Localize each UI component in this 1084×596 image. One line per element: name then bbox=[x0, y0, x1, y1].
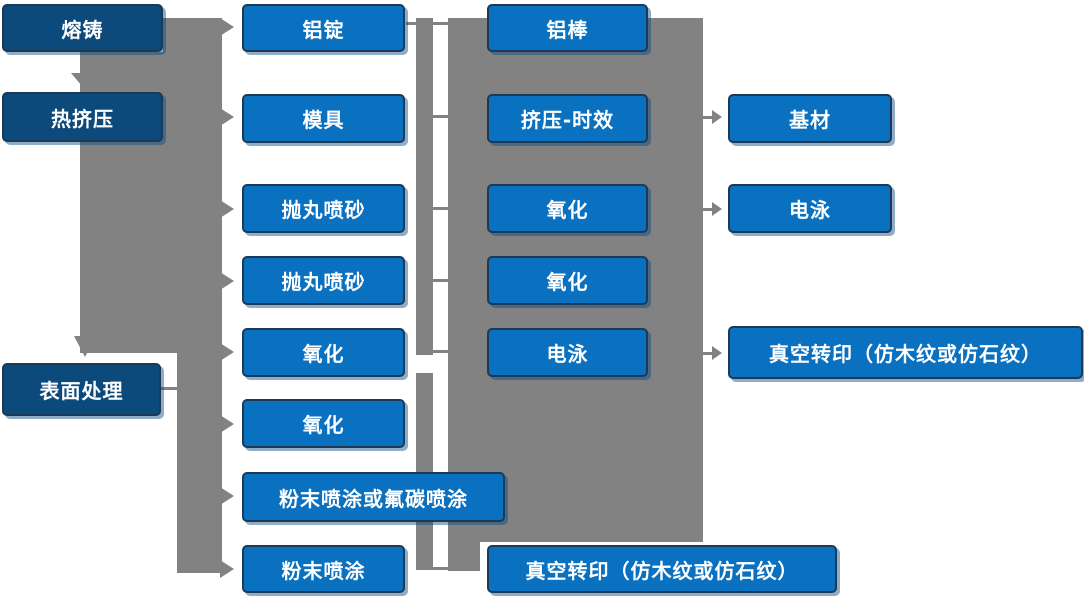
node-melting-casting: 熔铸 bbox=[2, 4, 163, 52]
connector-melt-to-column2 bbox=[163, 18, 222, 54]
node-vacuum-transfer-1: 真空转印（仿木纹或仿石纹） bbox=[487, 545, 837, 593]
link-row8 bbox=[430, 567, 448, 570]
node-powder-or-fluorocarbon-coating: 粉末喷涂或氟碳喷涂 bbox=[242, 472, 505, 522]
node-oxidation-1: 氧化 bbox=[242, 328, 405, 377]
stem-to-electrophoresis bbox=[703, 208, 712, 211]
arrow-to-vacuum-transfer-icon bbox=[712, 346, 722, 360]
node-aluminum-rod: 铝棒 bbox=[487, 4, 648, 52]
arrow-to-substrate-icon bbox=[712, 110, 722, 124]
arrow-to-oxidation-2-icon bbox=[220, 415, 234, 433]
arrow-to-powder-coating-icon bbox=[220, 560, 234, 578]
arrow-to-aluminum-ingot-icon bbox=[220, 18, 234, 36]
node-substrate: 基材 bbox=[728, 94, 892, 143]
node-vacuum-transfer-2: 真空转印（仿木纹或仿石纹） bbox=[728, 326, 1083, 379]
connector-extrusion-block-foot bbox=[448, 542, 480, 571]
connector-column2-spine-lower bbox=[177, 353, 222, 573]
node-shot-blasting-2: 抛丸喷砂 bbox=[242, 256, 405, 305]
arrow-to-shot-blasting-1-icon bbox=[220, 200, 234, 218]
node-oxidation-2: 氧化 bbox=[242, 399, 405, 448]
link-ingot-to-rod bbox=[406, 22, 451, 25]
node-oxidation-4: 氧化 bbox=[487, 256, 648, 305]
arrow-to-powder-fluorocarbon-icon bbox=[220, 487, 234, 505]
arrow-to-oxidation-1-icon bbox=[220, 343, 234, 361]
link-row2 bbox=[433, 115, 451, 118]
connector-surface-treatment-link bbox=[160, 387, 178, 390]
link-row3 bbox=[433, 207, 451, 210]
node-shot-blasting-1: 抛丸喷砂 bbox=[242, 184, 405, 233]
node-oxidation-3: 氧化 bbox=[487, 184, 648, 233]
node-extrusion-aging: 挤压-时效 bbox=[487, 94, 648, 143]
node-mold: 模具 bbox=[242, 94, 405, 143]
link-row4 bbox=[433, 279, 451, 282]
arrow-down-to-hot-extrusion-icon bbox=[71, 73, 103, 92]
arrow-to-mold-icon bbox=[220, 108, 234, 126]
stem-to-substrate bbox=[703, 116, 712, 119]
arrow-to-shot-blasting-2-icon bbox=[220, 272, 234, 290]
node-aluminum-ingot: 铝锭 bbox=[242, 4, 405, 52]
arrow-down-to-surface-treatment-icon bbox=[74, 336, 96, 357]
stem-to-vacuum-transfer bbox=[703, 352, 712, 355]
arrow-to-electrophoresis-icon bbox=[712, 202, 722, 216]
node-powder-coating: 粉末喷涂 bbox=[242, 545, 405, 593]
node-electrophoresis-2: 电泳 bbox=[728, 184, 892, 233]
node-electrophoresis-1: 电泳 bbox=[487, 328, 648, 377]
link-row5 bbox=[433, 350, 451, 353]
node-surface-treatment: 表面处理 bbox=[2, 363, 161, 416]
connector-mid-rail-upper bbox=[416, 18, 433, 355]
node-hot-extrusion: 热挤压 bbox=[2, 92, 163, 142]
